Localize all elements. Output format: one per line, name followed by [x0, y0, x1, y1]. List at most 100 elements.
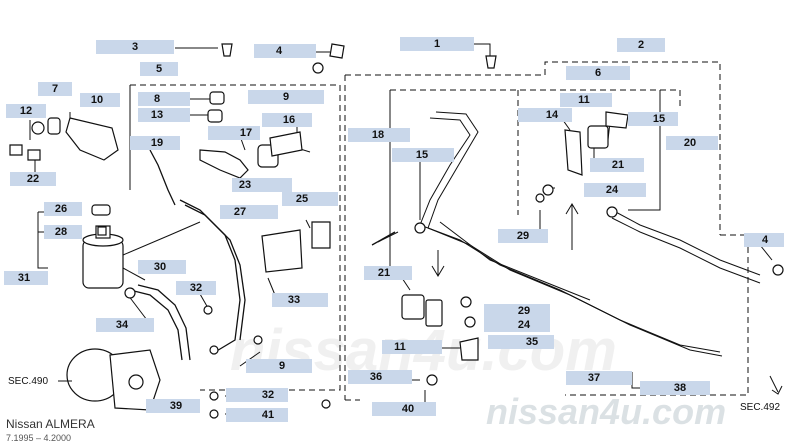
- bolt-41: [209, 409, 219, 419]
- arrow-up: [565, 203, 579, 250]
- callout-21-mid[interactable]: 21: [364, 266, 412, 280]
- callout-29-mid[interactable]: 29: [484, 304, 550, 318]
- callout-13[interactable]: 13: [138, 108, 190, 122]
- callout-11-mid[interactable]: 11: [382, 340, 442, 354]
- callout-36[interactable]: 36: [348, 370, 412, 384]
- callout-30[interactable]: 30: [138, 260, 186, 274]
- callout-24-mid[interactable]: 24: [484, 318, 550, 332]
- parts: [9, 43, 784, 419]
- callout-22[interactable]: 22: [10, 172, 56, 186]
- svg-text:4: 4: [762, 234, 769, 246]
- svg-text:37: 37: [588, 372, 600, 384]
- svg-text:25: 25: [296, 193, 308, 205]
- callout-32-lower[interactable]: 32: [226, 388, 288, 402]
- callout-8[interactable]: 8: [138, 92, 190, 106]
- svg-text:5: 5: [156, 63, 162, 75]
- bracket-17: [199, 149, 249, 179]
- callout-39[interactable]: 39: [146, 399, 200, 413]
- callout-41[interactable]: 41: [226, 408, 288, 422]
- clip-8: [209, 91, 225, 105]
- callout-6[interactable]: 6: [566, 66, 630, 80]
- watermark-site: nissan4u.com: [486, 391, 726, 432]
- svg-text:15: 15: [416, 149, 428, 161]
- callout-16[interactable]: 16: [262, 113, 312, 127]
- callout-1[interactable]: 1: [400, 37, 474, 51]
- callout-37[interactable]: 37: [566, 371, 632, 385]
- callout-2[interactable]: 2: [617, 38, 665, 52]
- callout-5[interactable]: 5: [140, 62, 178, 76]
- callout-7[interactable]: 7: [38, 82, 72, 96]
- svg-text:1: 1: [434, 38, 440, 50]
- callout-14[interactable]: 14: [518, 108, 572, 122]
- svg-text:16: 16: [283, 114, 295, 126]
- callout-17[interactable]: 17: [208, 126, 260, 140]
- callout-15-right[interactable]: 15: [628, 112, 678, 126]
- callouts: 3 4 1 2 5 6 7 8 9 10 11 12 13 14 15 16 1…: [4, 37, 784, 422]
- callout-3[interactable]: 3: [96, 40, 174, 54]
- svg-text:28: 28: [55, 226, 67, 238]
- svg-text:18: 18: [372, 129, 384, 141]
- callout-10[interactable]: 10: [80, 93, 120, 107]
- bracket-10: [65, 117, 119, 161]
- nut-11-left: [31, 121, 45, 135]
- bolt-22: [27, 149, 41, 161]
- callout-4-right[interactable]: 4: [744, 233, 784, 247]
- callout-34[interactable]: 34: [96, 318, 154, 332]
- callout-9-top[interactable]: 9: [248, 90, 324, 104]
- svg-text:11: 11: [578, 94, 590, 106]
- callout-25[interactable]: 25: [282, 192, 338, 206]
- clamp-25: [311, 221, 331, 249]
- callout-24-right[interactable]: 24: [584, 183, 646, 197]
- callout-11-right[interactable]: 11: [560, 93, 612, 107]
- callout-4-top[interactable]: 4: [254, 44, 316, 58]
- clip-13: [207, 109, 223, 123]
- svg-text:15: 15: [653, 113, 665, 125]
- callout-15-mid[interactable]: 15: [392, 148, 454, 162]
- bracket-33: [261, 229, 303, 273]
- callout-31[interactable]: 31: [4, 271, 48, 285]
- svg-text:27: 27: [234, 206, 246, 218]
- svg-text:22: 22: [27, 173, 39, 185]
- svg-text:30: 30: [154, 261, 166, 273]
- callout-32-upper[interactable]: 32: [176, 281, 216, 295]
- svg-text:23: 23: [239, 179, 251, 191]
- bracket-14: [564, 129, 583, 176]
- callout-19[interactable]: 19: [130, 136, 180, 150]
- callout-35[interactable]: 35: [488, 335, 554, 349]
- svg-text:29: 29: [518, 305, 530, 317]
- callout-12[interactable]: 12: [6, 104, 46, 118]
- callout-28[interactable]: 28: [44, 225, 82, 239]
- arrow-down: [431, 250, 445, 277]
- callout-18[interactable]: 18: [348, 128, 410, 142]
- svg-text:19: 19: [151, 137, 163, 149]
- hose-30: [129, 289, 183, 361]
- callout-33[interactable]: 33: [272, 293, 328, 307]
- sec-490-label[interactable]: SEC.490: [8, 376, 48, 387]
- callout-9-lower[interactable]: 9: [246, 359, 312, 373]
- clip-4-top: [329, 43, 345, 59]
- washer-7: [47, 117, 61, 135]
- callout-38[interactable]: 38: [640, 381, 710, 395]
- svg-text:24: 24: [606, 184, 619, 196]
- callout-27[interactable]: 27: [220, 205, 278, 219]
- svg-text:9: 9: [283, 91, 289, 103]
- svg-text:35: 35: [526, 336, 538, 348]
- bracket-35: [459, 337, 479, 361]
- svg-text:14: 14: [546, 109, 559, 121]
- callout-40[interactable]: 40: [372, 402, 436, 416]
- washer-32: [209, 391, 219, 401]
- pipe-20: [419, 224, 721, 353]
- callout-21-right[interactable]: 21: [590, 158, 644, 172]
- svg-text:2: 2: [638, 39, 644, 51]
- callout-26[interactable]: 26: [44, 202, 82, 216]
- svg-text:39: 39: [170, 400, 182, 412]
- model-name: Nissan ALMERA: [6, 417, 95, 431]
- callout-20[interactable]: 20: [666, 136, 718, 150]
- callout-23[interactable]: 23: [232, 178, 292, 192]
- sec-492-label[interactable]: SEC.492: [740, 402, 780, 413]
- clamp-21-mid: [401, 294, 425, 320]
- cap-4: [312, 62, 324, 74]
- svg-text:11: 11: [394, 341, 406, 353]
- callout-29-right[interactable]: 29: [498, 229, 548, 243]
